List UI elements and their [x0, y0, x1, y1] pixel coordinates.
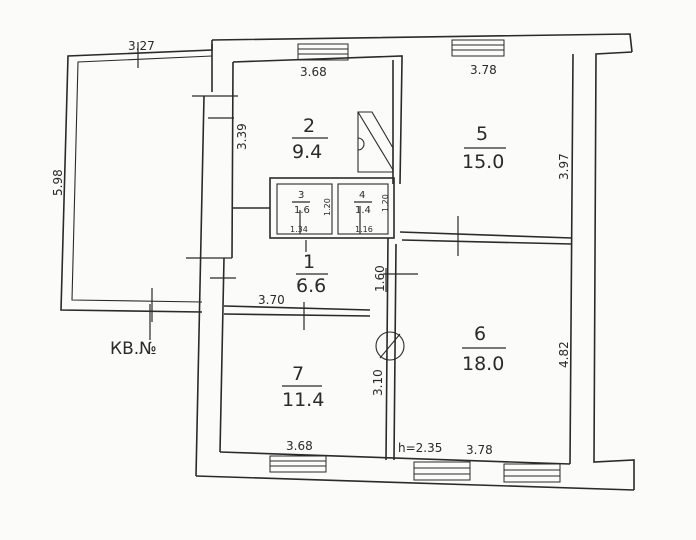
bathroom-block	[269, 177, 395, 239]
dim-room5-height: 3.97	[557, 153, 571, 180]
ceiling-height: h=2.35	[398, 441, 442, 455]
dim-room4-width: 1.16	[355, 225, 373, 234]
interior-walls	[223, 59, 573, 461]
room-labels: 1 6.6 2 9.4 3 1.6 4 1.4 5 15.0 6 18.0 7 …	[282, 115, 506, 411]
dim-room4-height: 1.20	[381, 194, 390, 212]
dim-room1-height: 1.60	[373, 265, 387, 292]
room-4-number: 4	[359, 190, 365, 201]
room-6-number: 6	[474, 323, 486, 345]
room-3-area: 1.6	[294, 205, 310, 216]
dim-room2-height: 3.39	[235, 123, 249, 150]
dim-room6-width: 3.78	[466, 443, 493, 457]
room-5-number: 5	[476, 123, 488, 145]
dim-room2-width: 3.68	[300, 65, 327, 79]
room-3-number: 3	[298, 190, 304, 201]
dim-balcony-side: 5.98	[51, 169, 65, 196]
room-1-number: 1	[303, 251, 315, 273]
dim-room3-width: 1.34	[290, 225, 308, 234]
room-6-area: 18.0	[462, 353, 504, 375]
room-1-area: 6.6	[296, 275, 326, 297]
dim-room7-height: 3.10	[371, 369, 385, 396]
room-4-area: 1.4	[355, 205, 371, 216]
dim-room3-height: 1.20	[323, 198, 332, 216]
dim-room6-height: 4.82	[557, 341, 571, 368]
apartment-label: КВ.№	[110, 339, 157, 359]
outer-walls	[195, 33, 635, 491]
dim-room7-width: 3.68	[286, 439, 313, 453]
dim-balcony-top: 3.27	[128, 39, 155, 53]
top-windows	[297, 39, 505, 61]
dimension-labels: 3.27 5.98 3.68 3.39 3.78 3.97 1.20 1.34 …	[51, 39, 571, 457]
room-7-number: 7	[292, 363, 304, 385]
room-7-area: 11.4	[282, 389, 324, 411]
room-5-area: 15.0	[462, 151, 504, 173]
wall-ticks	[186, 95, 459, 330]
meter-symbol	[375, 331, 405, 361]
dim-room1-width: 3.70	[258, 293, 285, 307]
balcony	[60, 42, 213, 326]
bottom-windows	[269, 455, 561, 483]
room-2-area: 9.4	[292, 141, 322, 163]
room-2-number: 2	[303, 115, 315, 137]
dim-room5-width: 3.78	[470, 63, 497, 77]
